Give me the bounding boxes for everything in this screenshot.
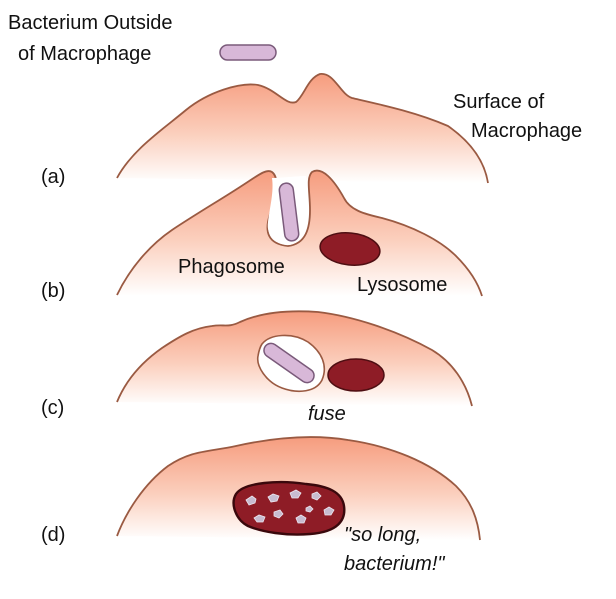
step-b: Phagosome Lysosome (b)	[41, 169, 483, 302]
step-a-label: (a)	[41, 166, 65, 188]
surface-label-line-1: Surface of	[453, 91, 545, 113]
debris-fragment	[305, 505, 314, 513]
lysosome-b	[319, 232, 381, 266]
phagosome-label: Phagosome	[178, 256, 285, 278]
debris-fragment	[273, 509, 284, 519]
step-a: (a)	[41, 73, 489, 188]
bacterium-in-phagosome	[263, 342, 315, 384]
bacterium-entering	[278, 182, 300, 242]
quote-line-1: "so long,	[344, 524, 421, 546]
debris-fragment	[323, 506, 335, 516]
step-c-label: (c)	[41, 397, 64, 419]
surface-label-line-2: Macrophage	[471, 120, 582, 142]
quote-line-2: bacterium!"	[344, 553, 445, 575]
step-b-label: (b)	[41, 280, 65, 302]
quote-label: "so long, bacterium!"	[344, 524, 445, 575]
bacterium-outside-line-2: of Macrophage	[18, 43, 151, 65]
bacterium-outside-label: Bacterium Outside of Macrophage	[8, 12, 178, 65]
lysosome-c	[327, 358, 385, 392]
bacterium-outside	[219, 44, 277, 61]
debris-fragment	[253, 514, 266, 523]
debris-fragment	[311, 491, 322, 501]
debris-fragment	[267, 493, 280, 503]
debris-fragment	[295, 514, 307, 524]
macrophage-surface-b	[116, 169, 483, 297]
debris-fragment	[245, 495, 257, 506]
surface-label: Surface of Macrophage	[453, 91, 582, 142]
bacterium-outside-line-1: Bacterium Outside	[8, 12, 173, 34]
macrophage-surface-a	[116, 73, 489, 184]
step-d: "so long, bacterium!" (d)	[41, 436, 481, 575]
debris-fragment	[289, 489, 302, 499]
lysosome-label: Lysosome	[357, 274, 447, 296]
bacterial-debris	[245, 489, 335, 524]
step-d-label: (d)	[41, 524, 65, 546]
step-c: fuse (c)	[41, 310, 473, 425]
fuse-label: fuse	[308, 403, 346, 425]
